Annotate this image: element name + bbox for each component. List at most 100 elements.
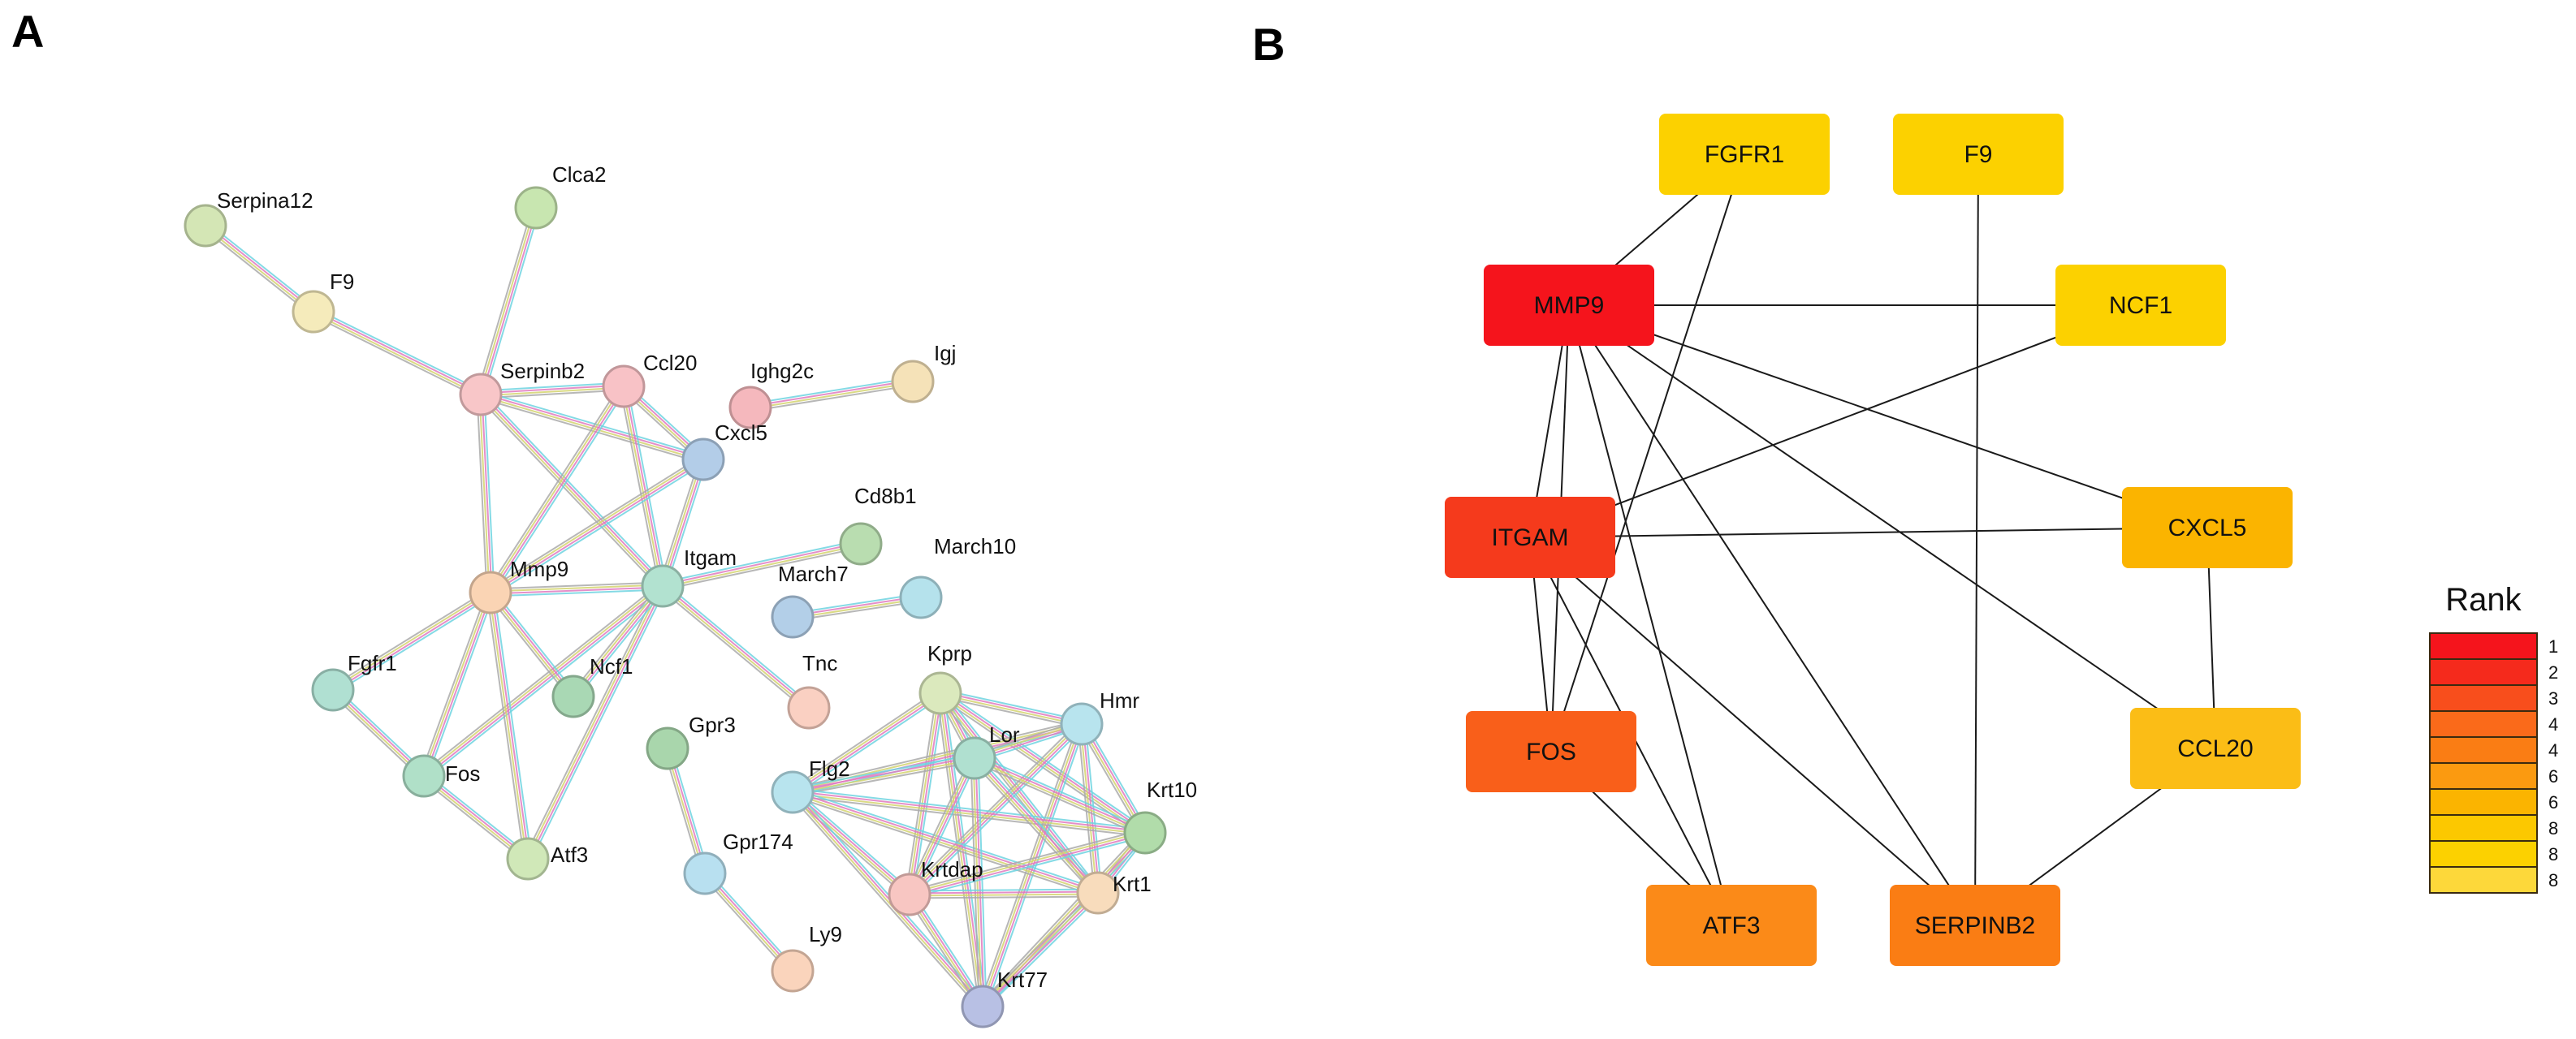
edge-itgam-atf3 — [524, 584, 667, 861]
edge-kprp-hmr — [939, 688, 1083, 729]
edge-serpinb2-itgam — [478, 391, 666, 589]
node-gpr174[interactable]: Gpr174 — [683, 830, 793, 895]
legend-swatch-4: 4 — [2429, 710, 2558, 738]
edge-ncf1-itgam — [1529, 304, 2142, 538]
node-krt10[interactable]: Krt10 — [1123, 778, 1197, 855]
node-label-march10: March10 — [934, 534, 1016, 558]
hub-node-ncf1[interactable]: NCF1 — [2055, 265, 2226, 346]
edge-krt1-krt77 — [979, 890, 1101, 1010]
edge-itgam-serpinb2 — [1529, 537, 1976, 926]
edge-mmp9-atf3 — [486, 592, 533, 860]
hub-label-f9: F9 — [1964, 141, 1992, 168]
hub-label-cxcl5: CXCL5 — [2168, 515, 2247, 541]
node-ighg2c[interactable]: Ighg2c — [728, 359, 814, 429]
node-f9[interactable]: F9 — [292, 269, 354, 334]
node-krtdap[interactable]: Krtdap — [888, 857, 983, 916]
node-march7[interactable]: March7 — [771, 562, 849, 639]
node-serpina12[interactable]: Serpina12 — [184, 188, 313, 248]
node-label-march7: March7 — [778, 562, 849, 586]
edge-mmp9-cxcl5 — [1568, 304, 2208, 528]
node-label-cxcl5: Cxcl5 — [715, 420, 767, 445]
node-cd8b1[interactable]: Cd8b1 — [839, 484, 917, 566]
legend-label-6: 6 — [2548, 766, 2558, 787]
legend-swatch-6: 6 — [2429, 762, 2558, 790]
node-label-atf3: Atf3 — [551, 843, 588, 867]
legend-label-2: 2 — [2548, 662, 2558, 683]
edge-flg2-lor — [791, 753, 976, 797]
edge-march7-march10 — [792, 593, 922, 622]
node-ccl20[interactable]: Ccl20 — [602, 351, 697, 408]
node-krt77[interactable]: Krt77 — [961, 968, 1048, 1028]
edge-mmp9-atf3 — [1568, 304, 1732, 926]
node-label-krt10: Krt10 — [1147, 778, 1197, 802]
edge-flg2-krt1 — [791, 787, 1100, 898]
legend-swatch-8: 8 — [2429, 814, 2558, 842]
node-label-cd8b1: Cd8b1 — [854, 484, 917, 508]
node-serpinb2[interactable]: Serpinb2 — [459, 359, 585, 416]
node-march10[interactable]: March10 — [899, 534, 1016, 619]
hub-node-fos[interactable]: FOS — [1466, 711, 1636, 792]
edge-itgam-cd8b1 — [661, 539, 862, 591]
node-label-flg2: Flg2 — [809, 757, 850, 781]
node-igj[interactable]: Igj — [891, 341, 956, 403]
panel-label-a: A — [11, 6, 44, 57]
node-label-krt1: Krt1 — [1113, 872, 1152, 896]
node-kprp[interactable]: Kprp — [918, 641, 972, 715]
edge-flg2-krtdap — [789, 788, 913, 899]
node-label-tnc: Tnc — [802, 651, 837, 675]
legend-label-3: 3 — [2548, 688, 2558, 709]
node-krt1[interactable]: Krt1 — [1076, 871, 1152, 915]
hub-node-cxcl5[interactable]: CXCL5 — [2122, 487, 2293, 568]
edge-lor-krt10 — [972, 753, 1148, 838]
edge-lor-krt77 — [970, 757, 988, 1007]
node-label-fgfr1: Fgfr1 — [348, 651, 397, 675]
node-label-hmr: Hmr — [1100, 688, 1139, 713]
node-cxcl5[interactable]: Cxcl5 — [681, 420, 767, 481]
node-hmr[interactable]: Hmr — [1060, 688, 1139, 746]
node-flg2[interactable]: Flg2 — [771, 757, 850, 814]
edge-kprp-krtdap — [905, 692, 945, 895]
edge-kprp-flg2 — [789, 689, 944, 796]
node-clca2[interactable]: Clca2 — [514, 162, 606, 230]
edge-gpr3-gpr174 — [663, 747, 710, 875]
node-gpr3[interactable]: Gpr3 — [646, 713, 736, 770]
edge-itgam-cxcl5 — [1529, 527, 2208, 538]
node-fos[interactable]: Fos — [402, 754, 480, 798]
node-ncf1[interactable]: Ncf1 — [551, 654, 633, 718]
legend-label-4: 4 — [2548, 714, 2558, 735]
hub-node-itgam[interactable]: ITGAM — [1445, 497, 1615, 578]
hub-node-fgfr1[interactable]: FGFR1 — [1659, 114, 1830, 195]
node-ly9[interactable]: Ly9 — [771, 922, 842, 993]
hub-label-ccl20: CCL20 — [2177, 735, 2253, 762]
node-label-lor: Lor — [989, 722, 1020, 747]
hub-node-mmp9[interactable]: MMP9 — [1484, 265, 1654, 346]
node-lor[interactable]: Lor — [953, 722, 1020, 780]
hub-node-f9[interactable]: F9 — [1893, 114, 2064, 195]
edge-f9-serpinb2 — [1974, 153, 1979, 926]
node-itgam[interactable]: Itgam — [641, 545, 737, 608]
node-tnc[interactable]: Tnc — [787, 651, 837, 730]
node-label-gpr3: Gpr3 — [689, 713, 736, 737]
hub-label-ncf1: NCF1 — [2109, 292, 2172, 319]
edge-f9-serpinb2 — [311, 308, 483, 399]
legend-swatch-1: 1 — [2429, 632, 2558, 660]
node-label-ighg2c: Ighg2c — [750, 359, 814, 383]
node-fgfr1[interactable]: Fgfr1 — [311, 651, 397, 712]
node-label-kprp: Kprp — [927, 641, 972, 666]
edge-ighg2c-igj — [750, 377, 914, 412]
edge-itgam-ncf1 — [569, 583, 667, 700]
edge-ccl20-itgam — [619, 385, 668, 588]
hub-node-ccl20[interactable]: CCL20 — [2130, 708, 2301, 789]
edge-cxcl5-itgam — [658, 458, 708, 588]
node-atf3[interactable]: Atf3 — [506, 837, 588, 881]
legend-label-7: 6 — [2548, 792, 2558, 813]
hub-label-fos: FOS — [1526, 739, 1576, 765]
legend-label-1: 1 — [2548, 636, 2558, 657]
hub-node-atf3[interactable]: ATF3 — [1646, 885, 1817, 966]
node-label-mmp9: Mmp9 — [510, 557, 568, 581]
edge-mmp9-serpinb2 — [1568, 304, 1976, 926]
hub-node-serpinb2[interactable]: SERPINB2 — [1890, 885, 2060, 966]
node-mmp9[interactable]: Mmp9 — [469, 557, 568, 614]
